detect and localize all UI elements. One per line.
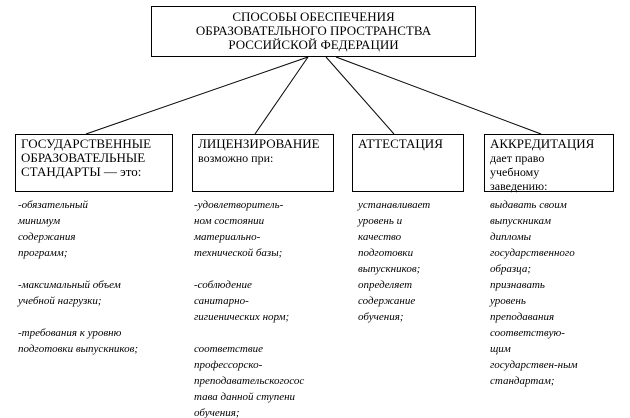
note-line: соответствую- [490, 327, 565, 339]
notes-accreditation: выдавать своим выпускникам дипломы госуд… [490, 197, 620, 389]
node-accreditation-subtitle-3: заведению: [490, 179, 548, 193]
root-line-3: РОССИЙСКОЙ ФЕДЕРАЦИИ [228, 37, 399, 52]
node-standards: ГОСУДАРСТВЕННЫЕ ОБРАЗОВАТЕЛЬНЫЕ СТАНДАРТ… [15, 134, 173, 192]
note-line: минимум [18, 215, 61, 227]
note-line: обучения; [358, 311, 404, 323]
root-line-1: СПОСОБЫ ОБЕСПЕЧЕНИЯ [232, 9, 395, 24]
note-line: образца; [490, 263, 531, 275]
note-item: выдавать своим выпускникам дипломы госуд… [490, 197, 620, 389]
note-line: содержание [358, 295, 416, 307]
note-line: качество [358, 231, 402, 243]
node-attestation: АТТЕСТАЦИЯ [352, 134, 464, 192]
note-line: признавать [490, 279, 545, 291]
note-line: уровень [490, 295, 526, 307]
note-item: -требования к уровню подготовки выпускни… [18, 325, 178, 357]
note-line: -удовлетворитель- [194, 199, 284, 211]
note-line: гигиенических норм; [194, 311, 290, 323]
note-line: ном состоянии [194, 215, 265, 227]
node-standards-title-2: ОБРАЗОВАТЕЛЬНЫЕ [21, 150, 146, 165]
note-line: определяет [358, 279, 413, 291]
node-accreditation-subtitle-1: дает право [490, 151, 545, 165]
note-line: технической базы; [194, 247, 283, 259]
note-line: -максимальный объем [18, 279, 121, 291]
note-line: санитарно- [194, 295, 249, 307]
notes-attestation: устанавливает уровень и качество подгото… [358, 197, 478, 325]
connector-line-2 [254, 56, 309, 135]
notes-standards: -обязательный минимум содержания програм… [18, 197, 178, 373]
node-licensing-title: ЛИЦЕНЗИРОВАНИЕ [198, 136, 320, 151]
root-line-2: ОБРАЗОВАТЕЛЬНОГО ПРОСТРАНСТВА [195, 23, 432, 38]
note-item: -максимальный объем учебной нагрузки; [18, 277, 178, 309]
node-standards-title-1: ГОСУДАРСТВЕННЫЕ [21, 136, 152, 151]
note-line: стандартам; [490, 375, 555, 387]
note-line: государственного [490, 247, 575, 259]
note-line: подготовки [358, 247, 414, 259]
node-licensing-subtitle-1: возможно при: [198, 151, 274, 165]
note-line: устанавливает [358, 199, 431, 211]
note-line: обучения; [194, 407, 240, 418]
note-line: -обязательный [18, 199, 88, 211]
note-line: выпускникам [490, 215, 551, 227]
note-line: щим [490, 343, 511, 355]
node-accreditation: АККРЕДИТАЦИЯ дает право учебному заведен… [484, 134, 614, 193]
connector-line-1 [85, 56, 309, 135]
node-standards-title-3: СТАНДАРТЫ — это: [21, 164, 142, 179]
notes-licensing: -удовлетворитель- ном состоянии материал… [194, 197, 344, 418]
note-item: соответствие профессорско- преподаватель… [194, 341, 344, 418]
connector-line-4 [335, 56, 542, 135]
note-line: соответствие [194, 343, 263, 355]
note-line: -требования к уровню [18, 327, 122, 339]
note-line: учебной нагрузки; [18, 295, 102, 307]
note-line: уровень и [358, 215, 403, 227]
node-licensing: ЛИЦЕНЗИРОВАНИЕ возможно при: [192, 134, 334, 192]
note-line: подготовки выпускников; [18, 343, 139, 355]
note-line: -соблюдение [194, 279, 252, 291]
note-line: преподавания [490, 311, 555, 323]
note-line: государствен-ным [490, 359, 578, 371]
note-line: программ; [18, 247, 68, 259]
note-line: дипломы [490, 231, 532, 243]
node-licensing-subtitle: возможно при: [198, 151, 328, 165]
note-item: -соблюдение санитарно- гигиенических нор… [194, 277, 344, 325]
note-line: тава данной ступени [194, 391, 296, 403]
node-accreditation-subtitle-2: учебному [490, 165, 540, 179]
node-attestation-title: АТТЕСТАЦИЯ [358, 136, 443, 151]
note-line: выпускников; [358, 263, 421, 275]
note-line: профессорско- [194, 359, 263, 371]
note-line: материально- [194, 231, 261, 243]
note-item: -обязательный минимум содержания програм… [18, 197, 178, 261]
note-item: -удовлетворитель- ном состоянии материал… [194, 197, 344, 261]
node-accreditation-title: АККРЕДИТАЦИЯ [490, 136, 595, 151]
note-item: устанавливает уровень и качество подгото… [358, 197, 478, 325]
connector-line-3 [325, 56, 395, 135]
note-line: преподавательскогосос [194, 375, 305, 387]
note-line: содержания [18, 231, 76, 243]
root-node: СПОСОБЫ ОБЕСПЕЧЕНИЯ ОБРАЗОВАТЕЛЬНОГО ПРО… [151, 6, 476, 57]
node-accreditation-subtitle: дает право учебному заведению: [490, 151, 608, 193]
note-line: выдавать своим [490, 199, 567, 211]
